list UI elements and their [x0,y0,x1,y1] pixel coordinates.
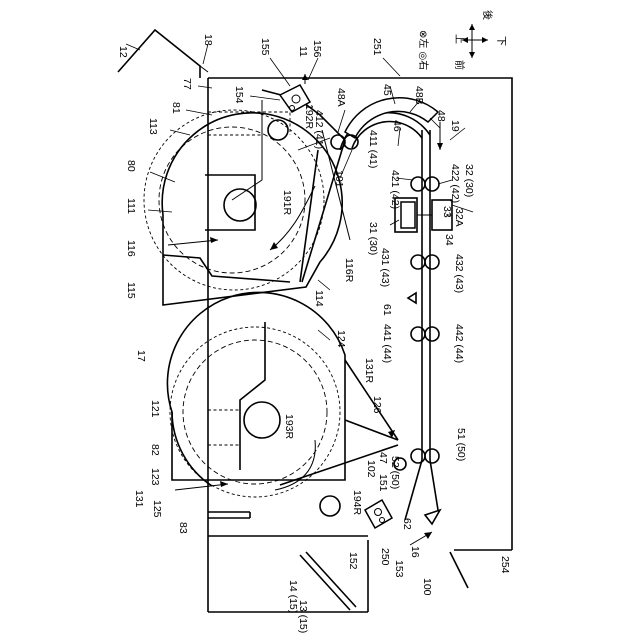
label-31: 31 (30) [367,222,379,255]
legend-back: 後 [481,10,494,20]
label-48: 48 [435,110,447,122]
label-83: 83 [177,522,189,534]
label-114: 114 [313,290,325,307]
label-155: 155 [259,38,271,56]
label-442: 442 (44) [453,324,465,363]
label-191R: 191R [281,190,293,216]
label-250: 250 [379,548,391,566]
label-12: 12 [117,46,129,58]
label-47: 47 [377,452,389,464]
label-61: 61 [381,304,393,316]
label-51: 51 (50) [455,428,467,461]
legend-down: 下 [495,36,506,46]
legend-left-right: ⊗左 ◎右 [417,30,430,70]
label-116R: 116R [343,258,355,283]
label-153: 153 [393,560,405,578]
label-19: 19 [449,120,461,132]
direction-legend: ⊗左 ◎右 上 前 後 下 [417,10,506,70]
label-52: 52 (50) [389,456,401,489]
label-126: 126 [371,396,383,414]
label-124: 124 [335,330,347,348]
label-111: 111 [125,198,137,214]
label-254: 254 [499,556,511,574]
label-32: 32 (30) [463,164,475,197]
label-432: 432 (43) [453,254,465,293]
label-16: 16 [409,546,421,558]
reference-labels: 12 18 155 11 156 251 77 81 154 192R 412 … [117,34,511,633]
label-32A: 32A [453,208,465,227]
label-80: 80 [125,160,137,172]
label-123: 123 [149,468,161,486]
legend-up: 上 [453,34,465,44]
label-151: 151 [377,474,389,492]
label-116: 116 [125,240,137,257]
label-34: 34 [443,234,455,246]
label-152: 152 [347,552,359,570]
legend-front: 前 [453,60,466,70]
label-11: 11 [297,46,309,57]
label-45: 45 [381,84,393,96]
label-411: 411 (41) [367,130,379,168]
label-48B: 48B [413,86,425,105]
label-82: 82 [149,444,161,456]
label-193R: 193R [283,414,295,440]
label-131: 131 [133,490,145,508]
housing [208,78,512,612]
manual-feed-tray [300,532,468,610]
label-113: 113 [147,118,159,135]
cover-12 [118,30,208,78]
label-17: 17 [135,350,147,362]
label-125: 125 [151,500,163,518]
label-101: 101 [333,170,345,188]
label-431: 431 (43) [379,248,391,287]
label-100: 100 [421,578,433,596]
label-13: 13 (15) [297,600,309,633]
label-33: 33 [441,206,453,218]
label-115: 115 [125,282,137,299]
label-422: 422 (42) [449,164,461,203]
label-156: 156 [311,40,323,58]
label-421: 421 (42) [389,170,401,209]
label-251: 251 [371,38,383,56]
label-77: 77 [181,78,193,90]
label-131R: 131R [363,358,375,384]
label-102: 102 [365,460,377,478]
label-121: 121 [149,400,161,418]
label-194R: 194R [351,490,363,516]
label-48A: 48A [335,88,347,107]
label-441: 441 (44) [381,324,393,363]
label-154: 154 [233,86,245,104]
label-18: 18 [202,34,214,46]
label-81: 81 [170,102,182,114]
label-412: 412 (41) [313,110,325,149]
label-62: 62 [401,518,413,530]
label-46: 46 [391,120,403,132]
